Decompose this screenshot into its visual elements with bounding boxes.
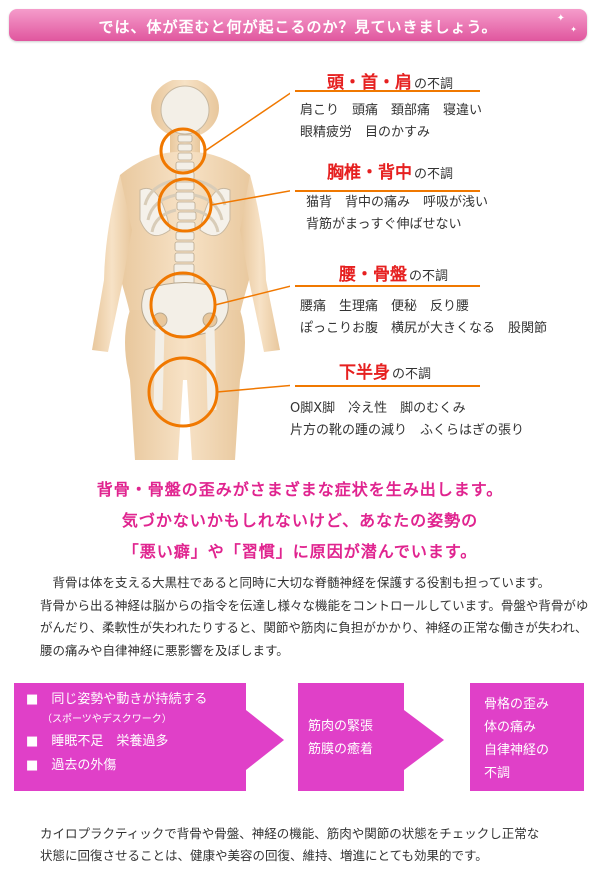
section-heading-back: 胸椎・背中の不調 xyxy=(327,158,453,183)
bullet-icon: ■ xyxy=(26,692,39,707)
closing-line: カイロプラクティックで背骨や骨盤、神経の機能、筋肉や関節の状態をチェックし正常な xyxy=(40,826,540,841)
heading-text: 頭・首・肩 xyxy=(327,73,412,93)
symptom-line: 猫背 背中の痛み 呼吸が浅い xyxy=(306,195,489,210)
divider xyxy=(295,285,480,287)
result-item: 骨格の歪み xyxy=(484,697,550,712)
heading-suffix: の不調 xyxy=(409,269,449,284)
symptom-line: 肩こり 頭痛 頚部痛 寝違い xyxy=(300,103,483,118)
closing-paragraph: カイロプラクティックで背骨や骨盤、神経の機能、筋肉や関節の状態をチェックし正常な… xyxy=(40,823,580,867)
symptom-list-head: 肩こり 頭痛 頚部痛 寝違い 眼精疲労 目のかすみ xyxy=(300,100,482,144)
heading-text: 胸椎・背中 xyxy=(327,163,412,183)
symptom-line: 眼精疲労 目のかすみ xyxy=(300,125,431,140)
symptom-list-lower: O脚X脚 冷え性 脚のむくみ 片方の靴の踵の減り ふくらはぎの張り xyxy=(290,398,524,442)
bullet-icon: ■ xyxy=(26,758,39,773)
cause-item: ■ 過去の外傷 xyxy=(26,756,234,776)
middle-item: 筋膜の癒着 xyxy=(308,742,374,757)
symptom-line: 片方の靴の踵の減り ふくらはぎの張り xyxy=(290,423,525,438)
cause-text: 同じ姿勢や動きが持続する xyxy=(51,692,208,707)
cause-text: 過去の外傷 xyxy=(51,758,117,773)
sparkle-icon: ✦ xyxy=(570,25,577,34)
cause-item: ■ 睡眠不足 栄養過多 xyxy=(26,732,234,752)
heading-text: 下半身 xyxy=(339,363,390,383)
title-banner: では、体が歪むと何が起こるのか？見ていきましょう。 ✦ ✦ xyxy=(9,9,587,41)
highlight-line-3: 「悪い癖」や「習慣」に原因が潜んでいます。 xyxy=(122,542,478,561)
closing-line: 状態に回復させることは、健康や美容の回復、維持、増進にとても効果的です。 xyxy=(40,848,488,863)
cause-note: （スポーツやデスクワーク） xyxy=(42,714,172,725)
divider xyxy=(295,190,480,192)
cause-text: 睡眠不足 栄養過多 xyxy=(51,734,169,749)
results-box: 骨格の歪み 体の痛み 自律神経の 不調 xyxy=(470,683,584,791)
highlight-line-2: 気づかないかもしれないけど、あなたの姿勢の xyxy=(121,511,479,530)
heading-suffix: の不調 xyxy=(414,167,454,182)
divider xyxy=(295,385,480,387)
spine-illustration xyxy=(92,80,290,460)
middle-box: 筋肉の緊張 筋膜の癒着 xyxy=(298,683,404,791)
symptom-list-back: 猫背 背中の痛み 呼吸が浅い 背筋がまっすぐ伸ばせない xyxy=(306,192,488,236)
symptom-line: O脚X脚 冷え性 脚のむくみ xyxy=(290,401,466,416)
cause-item: ■ 同じ姿勢や動きが持続する xyxy=(26,690,234,710)
heading-text: 腰・骨盤 xyxy=(339,265,407,285)
banner-title: では、体が歪むと何が起こるのか？見ていきましょう。 xyxy=(98,18,498,36)
sparkle-icon: ✦ xyxy=(556,13,565,24)
section-heading-pelvis: 腰・骨盤の不調 xyxy=(339,260,448,285)
paragraph-line: 背骨から出る神経は脳からの指令を伝達し様々な機能をコントロールしています。骨盤や… xyxy=(40,597,589,658)
heading-suffix: の不調 xyxy=(392,367,432,382)
arrow-right-icon xyxy=(404,710,444,770)
arrow-right-icon xyxy=(246,710,284,770)
section-heading-head: 頭・首・肩の不調 xyxy=(327,68,453,93)
symptom-line: 背筋がまっすぐ伸ばせない xyxy=(306,217,462,232)
result-item: 体の痛み xyxy=(484,720,537,735)
paragraph-line: 背骨は体を支える大黒柱であると同時に大切な脊髄神経を保護する役割も担っています。 xyxy=(52,575,551,590)
symptom-line: ぽっこりお腹 横尻が大きくなる 股関節 xyxy=(300,321,548,336)
causes-box: ■ 同じ姿勢や動きが持続する （スポーツやデスクワーク） ■ 睡眠不足 栄養過多… xyxy=(14,683,246,791)
divider xyxy=(295,90,480,92)
bullet-icon: ■ xyxy=(26,734,39,749)
heading-suffix: の不調 xyxy=(414,77,454,92)
body-paragraph: 背骨は体を支える大黒柱であると同時に大切な脊髄神経を保護する役割も担っています。… xyxy=(40,572,590,662)
symptom-line: 腰痛 生理痛 便秘 反り腰 xyxy=(300,299,470,314)
section-heading-lower: 下半身の不調 xyxy=(339,358,431,383)
result-item: 自律神経の xyxy=(484,743,550,758)
middle-item: 筋肉の緊張 xyxy=(308,719,374,734)
symptom-list-pelvis: 腰痛 生理痛 便秘 反り腰 ぽっこりお腹 横尻が大きくなる 股関節 xyxy=(300,296,547,340)
highlight-line-1: 背骨・骨盤の歪みがさまざまな症状を生み出します。 xyxy=(96,480,504,499)
result-item: 不調 xyxy=(484,766,511,781)
